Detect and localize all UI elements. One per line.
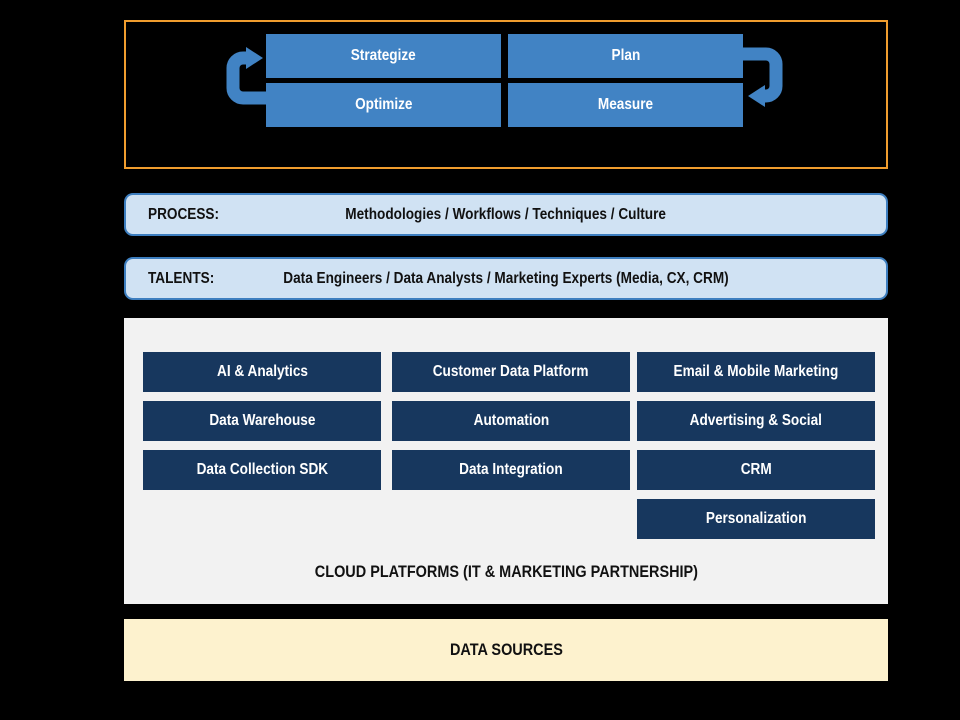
cycle-step-label: Plan [611,47,640,64]
talents-bar-label: TALENTS: [148,269,215,287]
process-bar: PROCESS: Methodologies / Workflows / Tec… [124,193,888,236]
cycle-loop-left-icon [226,47,278,105]
platform-box-ai-analytics: AI & Analytics [143,352,381,392]
platform-box-label: Customer Data Platform [433,363,589,380]
cloud-platforms-caption: CLOUD PLATFORMS (IT & MARKETING PARTNERS… [124,562,888,582]
platform-box-personalization: Personalization [637,499,875,539]
cycle-step-measure: Measure [508,83,743,127]
cycle-step-strategize: Strategize [266,34,501,78]
platform-box-label: Automation [473,412,549,429]
talents-bar: TALENTS: Data Engineers / Data Analysts … [124,257,888,300]
cycle-step-plan: Plan [508,34,743,78]
platform-box-advertising-social: Advertising & Social [637,401,875,441]
platform-box-data-integration: Data Integration [392,450,630,490]
platform-box-label: CRM [740,461,772,478]
platform-box-label: AI & Analytics [216,363,308,380]
cycle-loop-right-icon [738,47,783,107]
process-bar-text: Methodologies / Workflows / Techniques /… [345,205,667,223]
platform-box-label: Data Collection SDK [196,461,328,478]
process-bar-label: PROCESS: [148,205,220,223]
cycle-step-label: Measure [597,96,654,113]
data-sources-label: DATA SOURCES [449,640,563,659]
platform-box-label: Email & Mobile Marketing [673,363,839,380]
platform-box-data-collection-sdk: Data Collection SDK [143,450,381,490]
cloud-platforms-panel: AI & Analytics Customer Data Platform Em… [124,318,888,604]
platform-box-automation: Automation [392,401,630,441]
talents-bar-text: Data Engineers / Data Analysts / Marketi… [283,269,729,287]
platform-box-customer-data-platform: Customer Data Platform [392,352,630,392]
platform-box-label: Data Integration [459,461,563,478]
platform-box-label: Data Warehouse [208,412,316,429]
cycle-step-label: Optimize [354,96,413,113]
platform-box-label: Personalization [705,510,807,527]
platform-box-data-warehouse: Data Warehouse [143,401,381,441]
cycle-step-optimize: Optimize [266,83,501,127]
platform-box-email-mobile-marketing: Email & Mobile Marketing [637,352,875,392]
platform-box-crm: CRM [637,450,875,490]
data-sources-bar: DATA SOURCES [124,619,888,681]
cycle-step-label: Strategize [351,47,416,64]
platform-box-label: Advertising & Social [689,412,823,429]
cloud-platforms-caption-text: CLOUD PLATFORMS (IT & MARKETING PARTNERS… [314,562,698,581]
cycle-panel: Strategize Plan Optimize Measure [124,20,888,169]
